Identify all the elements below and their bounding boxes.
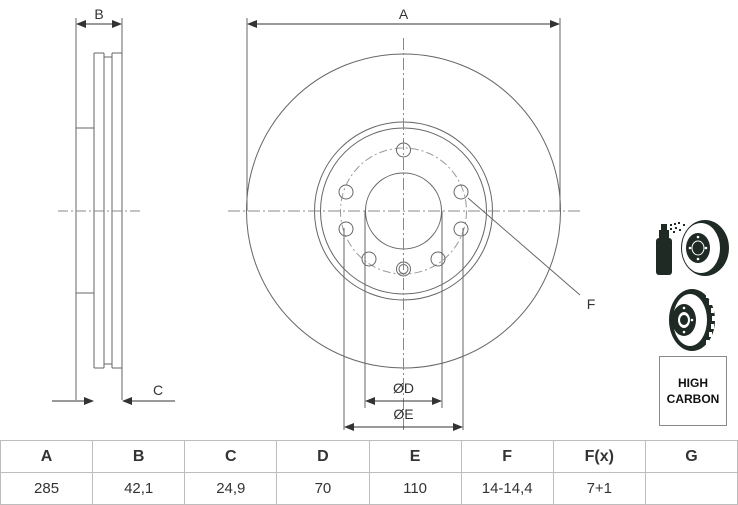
- front-view: [228, 18, 581, 430]
- spec-value-b: 42,1: [92, 472, 186, 505]
- spec-header-d: D: [276, 440, 370, 473]
- spec-header-fx: F(x): [552, 440, 646, 473]
- spec-header-f: F: [460, 440, 554, 473]
- spec-header-a: A: [0, 440, 94, 473]
- dimension-a-label: A: [399, 6, 409, 22]
- spec-value-d: 70: [276, 472, 370, 505]
- side-view: [58, 18, 140, 400]
- high-carbon-badge: HIGH CARBON: [659, 356, 727, 426]
- dimension-e-label: ØE: [393, 406, 413, 422]
- spec-value-a: 285: [0, 472, 94, 505]
- coated-disc-spray-icon: [656, 220, 729, 276]
- spec-value-g: [644, 472, 738, 505]
- spec-header-c: C: [184, 440, 278, 473]
- spec-value-row: 285 42,1 24,9 70 110 14-14,4 7+1: [0, 472, 738, 505]
- specification-table: A B C D E F F(x) G 285 42,1 24,9 70 110 …: [0, 440, 738, 505]
- spec-value-f: 14-14,4: [460, 472, 554, 505]
- spec-header-row: A B C D E F F(x) G: [0, 440, 738, 473]
- badge-line-1: HIGH: [678, 376, 708, 390]
- spec-header-g: G: [644, 440, 738, 473]
- spec-header-e: E: [368, 440, 462, 473]
- badge-line-2: CARBON: [666, 392, 720, 406]
- brake-disc-technical-drawing: B C A: [52, 6, 729, 431]
- vented-disc-icon: [669, 289, 715, 351]
- spec-value-e: 110: [368, 472, 462, 505]
- dimension-d-label: ØD: [393, 380, 414, 396]
- dimension-f-label: F: [587, 296, 596, 312]
- spec-value-c: 24,9: [184, 472, 278, 505]
- spec-header-b: B: [92, 440, 186, 473]
- dimension-c-label: C: [153, 382, 163, 398]
- dimension-b-label: B: [94, 6, 103, 22]
- spec-value-fx: 7+1: [552, 472, 646, 505]
